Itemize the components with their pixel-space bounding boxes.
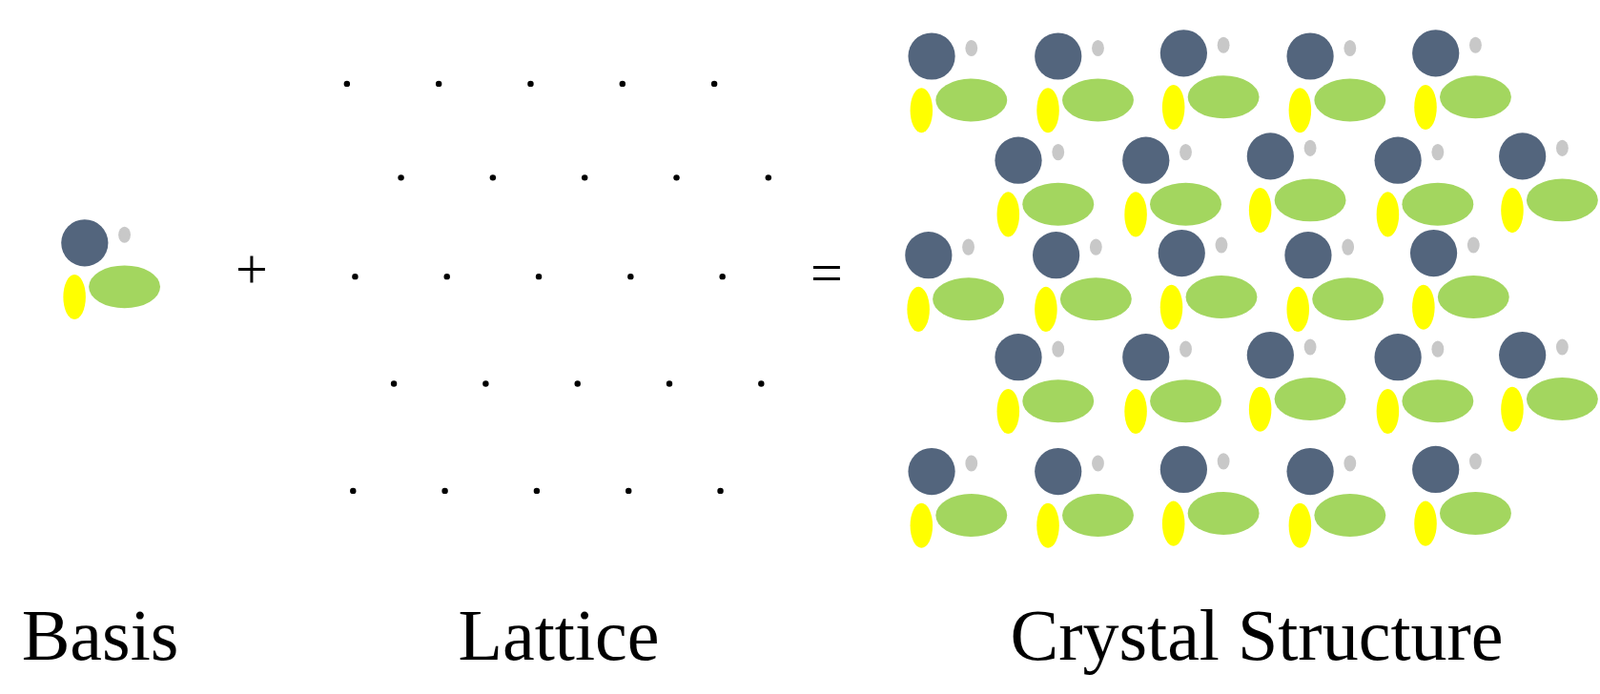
basis-copy (1032, 231, 1132, 332)
basis-copy (1284, 231, 1384, 332)
equals-sign: = (810, 244, 843, 302)
lattice-point (482, 380, 489, 387)
basis-copy (61, 219, 161, 320)
lattice-point (490, 174, 496, 181)
lattice-point (666, 380, 673, 387)
basis-copy (1122, 137, 1222, 238)
basis-copy (1158, 229, 1258, 330)
basis-copy (904, 231, 1005, 332)
basis-copy (1286, 448, 1386, 549)
lattice-point (397, 174, 404, 181)
lattice-point (717, 488, 723, 494)
lattice-label: Lattice (458, 598, 660, 672)
plus-sign: + (235, 240, 268, 298)
basis-copy (1247, 132, 1347, 233)
lattice-point (351, 273, 358, 280)
basis-copy (1412, 446, 1512, 547)
lattice-point (344, 81, 350, 87)
basis-copy (1374, 137, 1474, 238)
lattice-point (627, 273, 634, 280)
lattice-point (758, 380, 764, 387)
lattice-point (349, 488, 356, 494)
lattice-point (711, 81, 718, 87)
lattice-point (535, 273, 542, 280)
basis-copy (1122, 333, 1222, 434)
lattice-point (527, 81, 534, 87)
basis-copy (1286, 32, 1386, 133)
basis-copy (1034, 448, 1134, 549)
lattice-point (441, 488, 448, 494)
crystal-structure (904, 29, 1599, 549)
basis-copy (1374, 333, 1474, 434)
basis-copy (994, 333, 1094, 434)
basis-copy (907, 32, 1007, 133)
basis-copy (1498, 132, 1599, 233)
basis-copy (1034, 32, 1134, 133)
basis-copy (1412, 29, 1512, 130)
lattice-point (625, 488, 632, 494)
lattice-point (574, 380, 580, 387)
lattice-point (533, 488, 540, 494)
lattice-points (344, 81, 772, 494)
basis-copy (1247, 331, 1347, 432)
lattice-point (718, 273, 725, 280)
basis-copy (907, 448, 1007, 549)
lattice-point (765, 174, 772, 181)
lattice-point (619, 81, 626, 87)
basis-copy (1160, 29, 1260, 130)
basis-copy (1410, 229, 1510, 330)
lattice-point (390, 380, 397, 387)
basis-motif (61, 219, 161, 320)
crystal-structure-label: Crystal Structure (1009, 598, 1503, 672)
basis-copy (994, 137, 1094, 238)
lattice-point (581, 174, 588, 181)
basis-label: Basis (21, 598, 180, 672)
basis-copy (1498, 331, 1599, 432)
lattice-point (435, 81, 442, 87)
lattice-point (444, 273, 451, 280)
basis-copy (1160, 446, 1260, 547)
lattice-point (673, 174, 679, 181)
